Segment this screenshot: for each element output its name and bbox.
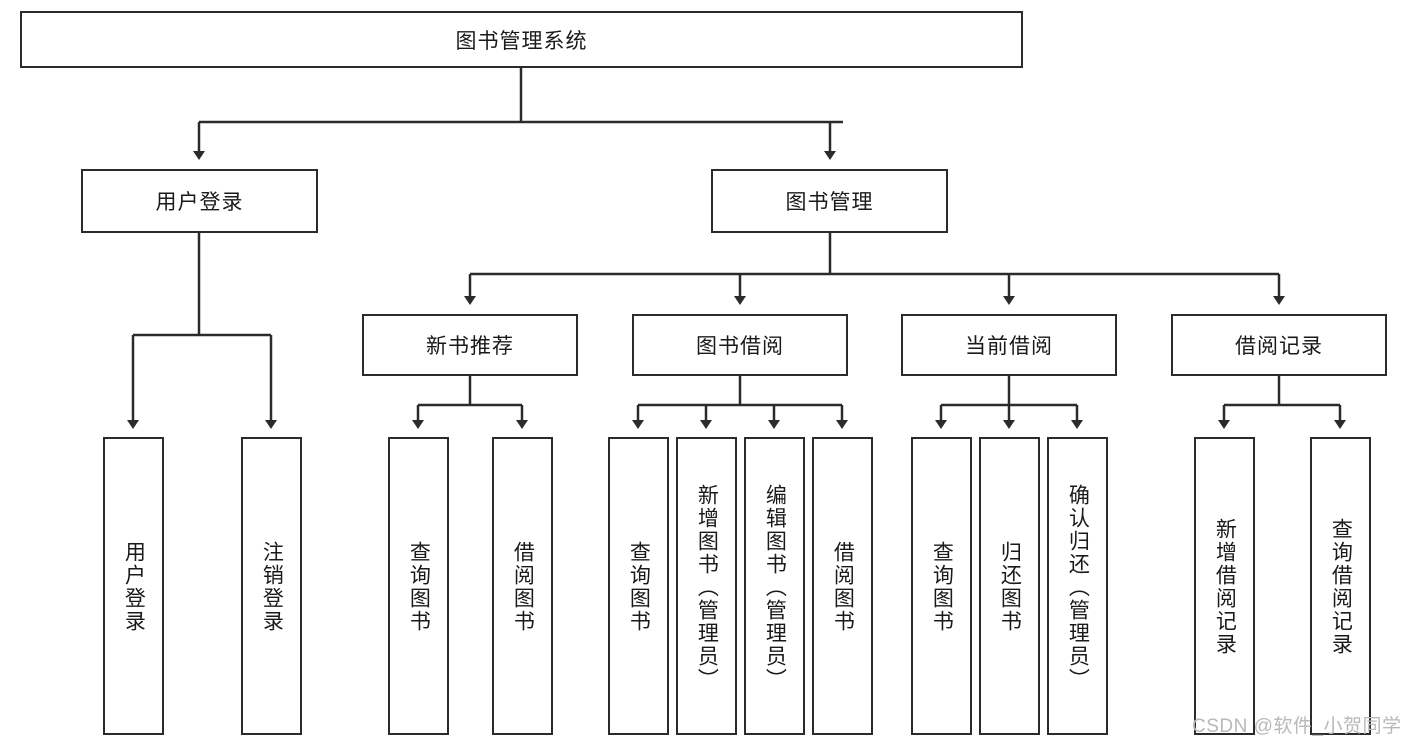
- node-leaf-query-book-3-label: 查询图书: [930, 541, 954, 633]
- node-leaf-add-record[interactable]: 新增借阅记录: [1194, 437, 1255, 735]
- node-current-borrow-label: 当前借阅: [965, 335, 1053, 358]
- node-new-book-recommend-label: 新书推荐: [426, 335, 514, 358]
- node-leaf-add-book[interactable]: 新增图书（管理员）: [676, 437, 737, 735]
- node-current-borrow[interactable]: 当前借阅: [901, 314, 1117, 376]
- node-borrow-record[interactable]: 借阅记录: [1171, 314, 1387, 376]
- node-leaf-edit-book[interactable]: 编辑图书（管理员）: [744, 437, 805, 735]
- node-leaf-borrow-book-2[interactable]: 借阅图书: [812, 437, 873, 735]
- node-leaf-borrow-book-1[interactable]: 借阅图书: [492, 437, 553, 735]
- node-leaf-user-login-label: 用户登录: [122, 541, 146, 633]
- node-book-borrow-label: 图书借阅: [696, 335, 784, 358]
- node-leaf-query-record-label: 查询借阅记录: [1329, 518, 1353, 656]
- node-leaf-borrow-book-2-label: 借阅图书: [831, 541, 855, 633]
- node-leaf-query-book-1-label: 查询图书: [407, 541, 431, 633]
- node-leaf-return-book[interactable]: 归还图书: [979, 437, 1040, 735]
- node-leaf-confirm-return-label: 确认归还（管理员）: [1066, 483, 1090, 691]
- node-root[interactable]: 图书管理系统: [20, 11, 1023, 68]
- node-new-book-recommend[interactable]: 新书推荐: [362, 314, 578, 376]
- node-leaf-confirm-return[interactable]: 确认归还（管理员）: [1047, 437, 1108, 735]
- node-leaf-query-book-2[interactable]: 查询图书: [608, 437, 669, 735]
- node-book-manage-label: 图书管理: [785, 191, 874, 214]
- node-leaf-query-record[interactable]: 查询借阅记录: [1310, 437, 1371, 735]
- node-leaf-query-book-2-label: 查询图书: [627, 541, 651, 633]
- node-leaf-logout-login-label: 注销登录: [260, 541, 284, 633]
- node-book-borrow[interactable]: 图书借阅: [632, 314, 848, 376]
- node-leaf-borrow-book-1-label: 借阅图书: [511, 541, 535, 633]
- node-leaf-edit-book-label: 编辑图书（管理员）: [763, 483, 787, 691]
- node-leaf-add-record-label: 新增借阅记录: [1213, 518, 1237, 656]
- node-leaf-return-book-label: 归还图书: [998, 541, 1022, 633]
- node-user-login-label: 用户登录: [155, 191, 244, 214]
- node-leaf-add-book-label: 新增图书（管理员）: [695, 483, 719, 691]
- node-borrow-record-label: 借阅记录: [1235, 335, 1323, 358]
- node-book-manage[interactable]: 图书管理: [711, 169, 948, 233]
- node-leaf-user-login[interactable]: 用户登录: [103, 437, 164, 735]
- node-leaf-query-book-3[interactable]: 查询图书: [911, 437, 972, 735]
- node-leaf-query-book-1[interactable]: 查询图书: [388, 437, 449, 735]
- node-root-label: 图书管理系统: [455, 29, 588, 53]
- csdn-watermark: CSDN @软件_小贺同学: [1192, 716, 1402, 737]
- node-user-login[interactable]: 用户登录: [81, 169, 318, 233]
- node-leaf-logout-login[interactable]: 注销登录: [241, 437, 302, 735]
